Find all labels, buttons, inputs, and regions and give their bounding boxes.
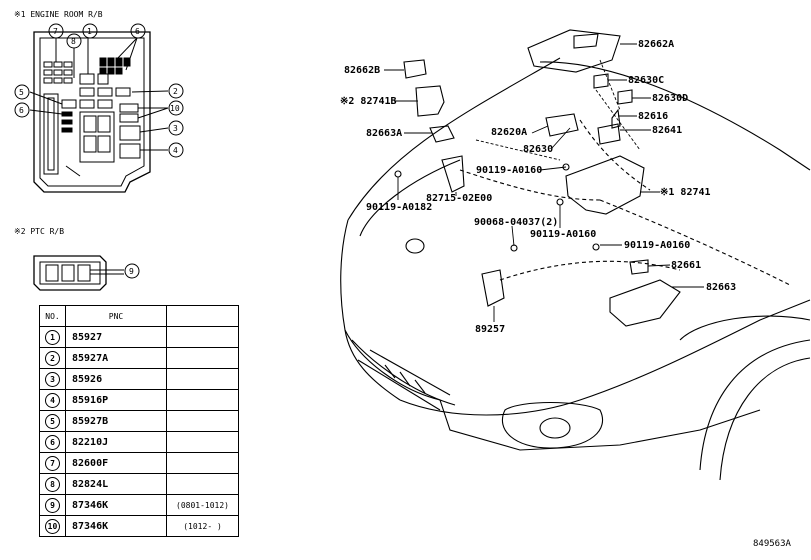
row-pnc: 85926 bbox=[65, 368, 167, 390]
row-number: 3 bbox=[45, 371, 60, 387]
row-remark bbox=[166, 368, 239, 390]
engine-room-rb-title: ※1 ENGINE ROOM R/B bbox=[14, 10, 103, 19]
table-row: 2 85927A bbox=[39, 347, 239, 369]
row-pnc: 85927 bbox=[65, 326, 167, 348]
row-remark bbox=[166, 410, 239, 432]
row-remark: (0801-1012) bbox=[166, 494, 239, 516]
engine-room-rb-leaders bbox=[14, 23, 184, 158]
part-82630: 82630 bbox=[523, 144, 554, 155]
row-number: 10 bbox=[45, 518, 60, 534]
callout-2: 2 bbox=[173, 87, 178, 96]
table-row: 10 87346K(1012- ) bbox=[39, 515, 239, 537]
row-pnc: 82600F bbox=[65, 452, 167, 474]
part-82661: 82661 bbox=[671, 260, 702, 271]
ptc-rb-drawing bbox=[33, 255, 140, 291]
table-row: 5 85927B bbox=[39, 410, 239, 432]
table-row: 6 82210J bbox=[39, 431, 239, 453]
part-82630c: 82630C bbox=[628, 75, 665, 86]
row-number: 4 bbox=[45, 392, 60, 408]
part-82630d: 82630D bbox=[652, 93, 689, 104]
row-remark bbox=[166, 431, 239, 453]
row-number: 5 bbox=[45, 413, 60, 429]
part-90119-a0160-lower: 90119-A0160 bbox=[624, 240, 691, 251]
row-number: 8 bbox=[45, 476, 60, 492]
callout-5: 5 bbox=[19, 88, 24, 97]
callout-10: 10 bbox=[170, 104, 180, 113]
part-82662a: 82662A bbox=[638, 39, 675, 50]
callout-6-left: 6 bbox=[19, 106, 24, 115]
part-82641: 82641 bbox=[652, 125, 683, 136]
callout-3: 3 bbox=[173, 124, 178, 133]
part-82663a: 82663A bbox=[366, 128, 403, 139]
header-pnc: PNC bbox=[65, 305, 167, 327]
table-row: 4 85916P bbox=[39, 389, 239, 411]
row-number: 7 bbox=[45, 455, 60, 471]
row-remark bbox=[166, 473, 239, 495]
part-leaders bbox=[384, 43, 704, 322]
diagram-id: 849563A bbox=[753, 539, 791, 549]
part-90119-a0160-upper: 90119-A0160 bbox=[476, 165, 543, 176]
row-pnc: 85927B bbox=[65, 410, 167, 432]
header-remark bbox=[166, 305, 239, 327]
part-90068-04037: 90068-04037(2) bbox=[474, 217, 559, 228]
row-remark: (1012- ) bbox=[166, 515, 239, 537]
row-remark bbox=[166, 347, 239, 369]
row-remark bbox=[166, 389, 239, 411]
part-89257: 89257 bbox=[475, 324, 506, 335]
row-pnc: 82824L bbox=[65, 473, 167, 495]
row-number: 1 bbox=[45, 329, 60, 345]
part-90119-a0160-mid: 90119-A0160 bbox=[530, 229, 597, 240]
table-header-row: NO. PNC bbox=[39, 305, 239, 327]
row-number: 9 bbox=[45, 497, 60, 513]
row-remark bbox=[166, 452, 239, 474]
table-row: 7 82600F bbox=[39, 452, 239, 474]
row-pnc: 87346K bbox=[65, 515, 167, 537]
table-row: 1 85927 bbox=[39, 326, 239, 348]
callout-7: 7 bbox=[53, 27, 58, 36]
callout-6-top: 6 bbox=[135, 27, 140, 36]
part-90119-a0182: 90119-A0182 bbox=[366, 202, 433, 213]
table-row: 8 82824L bbox=[39, 473, 239, 495]
row-pnc: 82210J bbox=[65, 431, 167, 453]
row-number: 6 bbox=[45, 434, 60, 450]
part-82741: ※1 82741 bbox=[660, 187, 711, 198]
header-no: NO. bbox=[39, 305, 66, 327]
table-row: 3 85926 bbox=[39, 368, 239, 390]
part-82662b: 82662B bbox=[344, 65, 381, 76]
row-pnc: 87346K bbox=[65, 494, 167, 516]
part-82620a: 82620A bbox=[491, 127, 528, 138]
callout-9: 9 bbox=[129, 267, 134, 276]
callout-1: 1 bbox=[87, 27, 92, 36]
row-remark bbox=[166, 326, 239, 348]
part-82663: 82663 bbox=[706, 282, 737, 293]
row-pnc: 85916P bbox=[65, 389, 167, 411]
callout-8: 8 bbox=[71, 37, 76, 46]
part-82715-02e00: 82715-02E00 bbox=[426, 193, 493, 204]
engine-room-rb-drawing bbox=[33, 31, 151, 193]
ptc-rb-title: ※2 PTC R/B bbox=[14, 227, 65, 236]
row-number: 2 bbox=[45, 350, 60, 366]
callout-4: 4 bbox=[173, 146, 178, 155]
part-82616: 82616 bbox=[638, 111, 669, 122]
row-pnc: 85927A bbox=[65, 347, 167, 369]
table-row: 9 87346K(0801-1012) bbox=[39, 494, 239, 516]
part-82741b: ※2 82741B bbox=[340, 96, 397, 107]
